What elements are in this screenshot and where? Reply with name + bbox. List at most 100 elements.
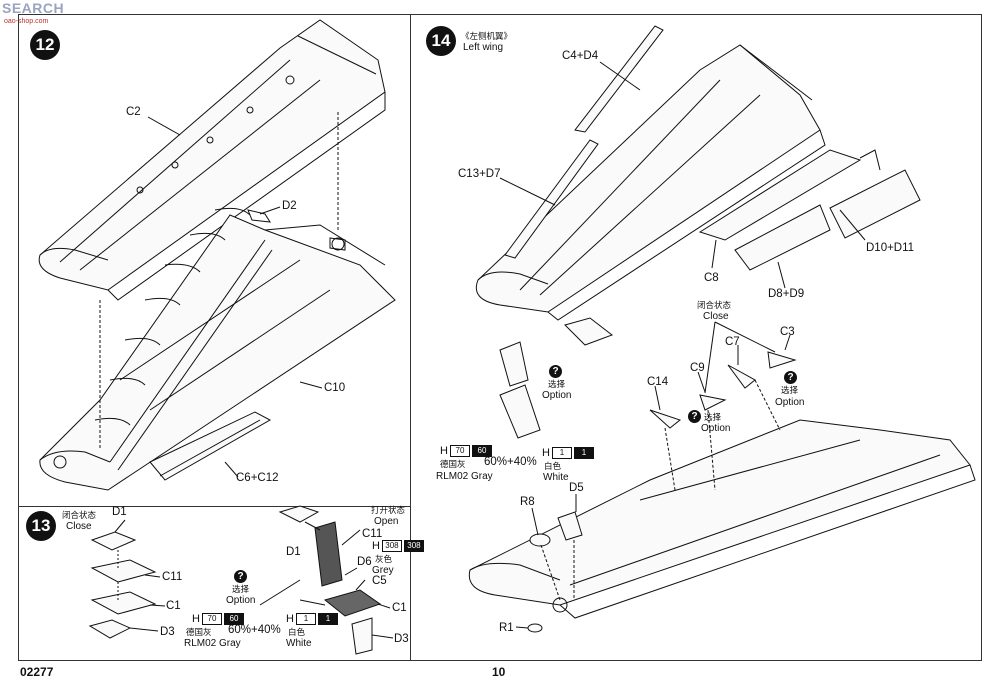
footer-kit-code: 02277 <box>20 665 54 679</box>
step14-small-parts <box>649 351 797 429</box>
step13-open-en: Open <box>374 516 399 527</box>
watermark-url: oao-shop.com <box>4 18 49 25</box>
step13-right-label-d1: D1 <box>286 546 301 558</box>
step14-option-a-cn: 选择 <box>548 380 566 390</box>
footer-page-number: 10 <box>492 665 506 679</box>
step14-doors <box>499 317 614 633</box>
paint-code-a: 1 <box>551 447 572 459</box>
paint-h: H <box>440 445 448 457</box>
part-label-d2: D2 <box>282 200 297 212</box>
step14-option-icon-a: ? <box>549 365 562 378</box>
step13-open-stack <box>259 505 394 655</box>
paint-code-a: 70 <box>201 613 222 625</box>
part-label-d5: D5 <box>569 482 584 494</box>
part-label-c9: C9 <box>690 362 705 374</box>
step13-open-cn: 打开状态 <box>371 506 406 516</box>
part-label-c3: C3 <box>780 326 795 338</box>
step14-number-badge: 14 <box>426 26 456 56</box>
paint-h: H <box>372 540 380 552</box>
step14-paint-white: H 1 1 <box>542 447 594 459</box>
step12-number-badge: 12 <box>30 30 60 60</box>
step13-close-en: Close <box>66 521 92 532</box>
step14-close-en: Close <box>703 311 729 322</box>
step13-paint-grey: H 70 60 <box>192 613 244 625</box>
part-label-r1: R1 <box>499 622 514 634</box>
step13-paint-grey-en: RLM02 Gray <box>184 638 241 649</box>
step13-paint-grey2: H 308 308 <box>372 540 424 552</box>
step14-paint-mix: 60%+40% <box>484 456 537 468</box>
step13-option-cn: 选择 <box>232 585 250 595</box>
step14-option-c-en: Option <box>701 423 731 434</box>
step12-slats <box>94 207 251 426</box>
step14-paint-grey: H 70 60 <box>440 445 492 457</box>
step14-option-c-cn: 选择 <box>704 413 722 423</box>
step13-left-label-c11: C11 <box>162 571 183 583</box>
step13-right-label-c11: C11 <box>362 528 383 540</box>
part-label-d8-d9: D8+D9 <box>768 288 805 300</box>
paint-h: H <box>542 447 550 459</box>
step14-option-b-en: Option <box>775 397 805 408</box>
paint-code-a: 1 <box>295 613 316 625</box>
step13-paint-grey-cn: 德国灰 <box>186 628 212 638</box>
step13-number-badge: 13 <box>26 511 56 541</box>
step13-right-label-d3: D3 <box>394 633 409 645</box>
step13-right-label-c5: C5 <box>372 575 387 587</box>
step14-paint-white-en: White <box>543 472 569 483</box>
step14-title-cn: 《左侧机翼》 <box>461 32 513 42</box>
paint-code-b: 60 <box>471 445 492 457</box>
step14-panel <box>410 14 982 661</box>
paint-code-b: 308 <box>403 540 424 552</box>
step13-paint-white-cn: 白色 <box>288 628 306 638</box>
paint-h: H <box>286 613 294 625</box>
watermark-logo: SEARCH <box>2 0 64 16</box>
step14-lower-wing <box>468 419 976 619</box>
part-label-c2: C2 <box>126 106 141 118</box>
part-label-c4-d4: C4+D4 <box>562 50 599 62</box>
step12-flap <box>149 411 272 481</box>
paint-code-b: 1 <box>573 447 594 459</box>
step13-closed-stack <box>88 519 166 639</box>
step13-left-label-c1: C1 <box>166 600 181 612</box>
step14-paint-grey-cn: 德国灰 <box>440 460 466 470</box>
step14-option-icon-b: ? <box>784 371 797 384</box>
step12-leaders <box>99 112 339 478</box>
step14-paint-white-cn: 白色 <box>544 462 562 472</box>
watermark-brand: SEARCH <box>2 0 65 16</box>
step14-title-en: Left wing <box>463 42 504 53</box>
step14-option-a-en: Option <box>542 390 572 401</box>
step13-paint-white-en: White <box>286 638 312 649</box>
step13-left-label-d3: D3 <box>160 626 175 638</box>
part-label-d10-d11: D10+D11 <box>866 242 915 254</box>
step14-close-cn: 闭合状态 <box>697 301 732 311</box>
step13-close-cn: 闭合状态 <box>62 511 97 521</box>
step14-flaps <box>698 149 921 271</box>
step13-paint-white: H 1 1 <box>286 613 338 625</box>
paint-code-a: 308 <box>381 540 402 552</box>
part-label-c10: C10 <box>324 382 346 394</box>
paint-code-b: 60 <box>223 613 244 625</box>
step12-upper-wing <box>38 19 386 301</box>
step14-upper-wing <box>475 44 826 321</box>
step13-left-label-d1: D1 <box>112 506 127 518</box>
step13-paint-mix: 60%+40% <box>228 624 281 636</box>
step14-slats <box>504 25 664 259</box>
part-label-c13-d7: C13+D7 <box>458 168 501 180</box>
part-label-c14: C14 <box>647 376 669 388</box>
step13-right-label-c1: C1 <box>392 602 407 614</box>
part-label-r8: R8 <box>520 496 535 508</box>
step12-lower-wing <box>39 214 396 491</box>
step13-paint-grey2-en: Grey <box>372 565 394 576</box>
part-label-c6-c12: C6+C12 <box>236 472 279 484</box>
step13-option-icon: ? <box>234 570 247 583</box>
part-label-c7: C7 <box>725 336 740 348</box>
step14-option-b-cn: 选择 <box>781 386 799 396</box>
step13-paint-grey2-cn: 灰色 <box>375 555 393 565</box>
paint-h: H <box>192 613 200 625</box>
step14-paint-grey-en: RLM02 Gray <box>436 471 493 482</box>
step14-option-icon-c: ? <box>688 410 701 423</box>
step13-right-label-d6: D6 <box>357 556 372 568</box>
paint-code-b: 1 <box>317 613 338 625</box>
part-label-c8: C8 <box>704 272 719 284</box>
step13-option-en: Option <box>226 595 256 606</box>
